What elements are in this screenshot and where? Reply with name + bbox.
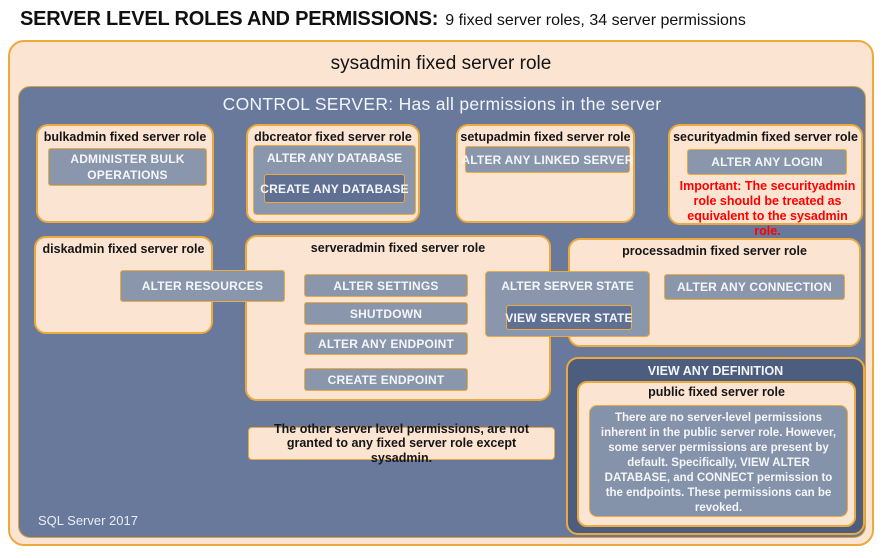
permission-alter-any-login: ALTER ANY LOGIN: [687, 149, 847, 175]
control-server-box: CONTROL SERVER: Has all permissions in t…: [18, 86, 866, 538]
sysadmin-role-label: sysadmin fixed server role: [330, 53, 552, 74]
permission-view-server-state: VIEW SERVER STATE: [505, 305, 633, 330]
setupadmin-role-box: setupadmin fixed server role ALTER ANY L…: [456, 124, 635, 223]
permission-alter-server-state-group: ALTER SERVER STATE VIEW SERVER STATE: [485, 271, 650, 337]
securityadmin-warning-text: Important: The securityadmin role should…: [679, 179, 856, 238]
permission-alter-any-database: ALTER ANY DATABASE: [266, 151, 403, 165]
view-any-definition-box: VIEW ANY DEFINITION public fixed server …: [566, 357, 865, 535]
permission-shutdown: SHUTDOWN: [304, 302, 468, 325]
permission-alter-any-database-group: ALTER ANY DATABASE CREATE ANY DATABASE: [253, 145, 416, 215]
bulkadmin-role-box: bulkadmin fixed server role ADMINISTER B…: [36, 124, 214, 223]
permission-view-any-definition: VIEW ANY DEFINITION: [647, 364, 784, 378]
dbcreator-role-box: dbcreator fixed server role ALTER ANY DA…: [246, 124, 420, 223]
sql-server-version-label: SQL Server 2017: [38, 513, 138, 528]
serveradmin-role-title: serveradmin fixed server role: [310, 241, 486, 255]
permission-alter-server-state: ALTER SERVER STATE: [501, 279, 634, 293]
permission-alter-any-connection: ALTER ANY CONNECTION: [664, 274, 845, 300]
public-role-title: public fixed server role: [648, 385, 785, 399]
control-server-label: CONTROL SERVER: Has all permissions in t…: [222, 94, 662, 114]
permission-create-endpoint: CREATE ENDPOINT: [304, 368, 468, 391]
public-role-box: public fixed server role There are no se…: [577, 381, 856, 527]
dbcreator-role-title: dbcreator fixed server role: [254, 130, 412, 144]
other-permissions-note: The other server level permissions, are …: [248, 422, 555, 465]
page-title-subtitle: 9 fixed server roles, 34 server permissi…: [445, 12, 746, 29]
sysadmin-role-box: sysadmin fixed server role CONTROL SERVE…: [8, 40, 874, 546]
permission-alter-any-linked-server: ALTER ANY LINKED SERVER: [461, 146, 633, 173]
securityadmin-role-box: securityadmin fixed server role ALTER AN…: [668, 124, 863, 238]
permission-alter-resources: ALTER RESOURCES: [120, 270, 285, 302]
permission-alter-any-endpoint: ALTER ANY ENDPOINT: [304, 332, 468, 355]
permission-alter-settings: ALTER SETTINGS: [304, 274, 468, 297]
processadmin-role-title: processadmin fixed server role: [622, 244, 807, 258]
page-title: SERVER LEVEL ROLES AND PERMISSIONS: 9 fi…: [20, 8, 746, 31]
public-role-note: There are no server-level permissions in…: [589, 405, 848, 517]
permission-create-any-database: CREATE ANY DATABASE: [260, 174, 409, 203]
setupadmin-role-title: setupadmin fixed server role: [460, 130, 631, 144]
bulkadmin-role-title: bulkadmin fixed server role: [43, 130, 207, 144]
diskadmin-role-title: diskadmin fixed server role: [42, 242, 205, 256]
permission-administer-bulk-operations: ADMINISTER BULK OPERATIONS: [48, 148, 207, 186]
securityadmin-role-title: securityadmin fixed server role: [673, 130, 858, 144]
page-title-main: SERVER LEVEL ROLES AND PERMISSIONS:: [20, 8, 439, 30]
